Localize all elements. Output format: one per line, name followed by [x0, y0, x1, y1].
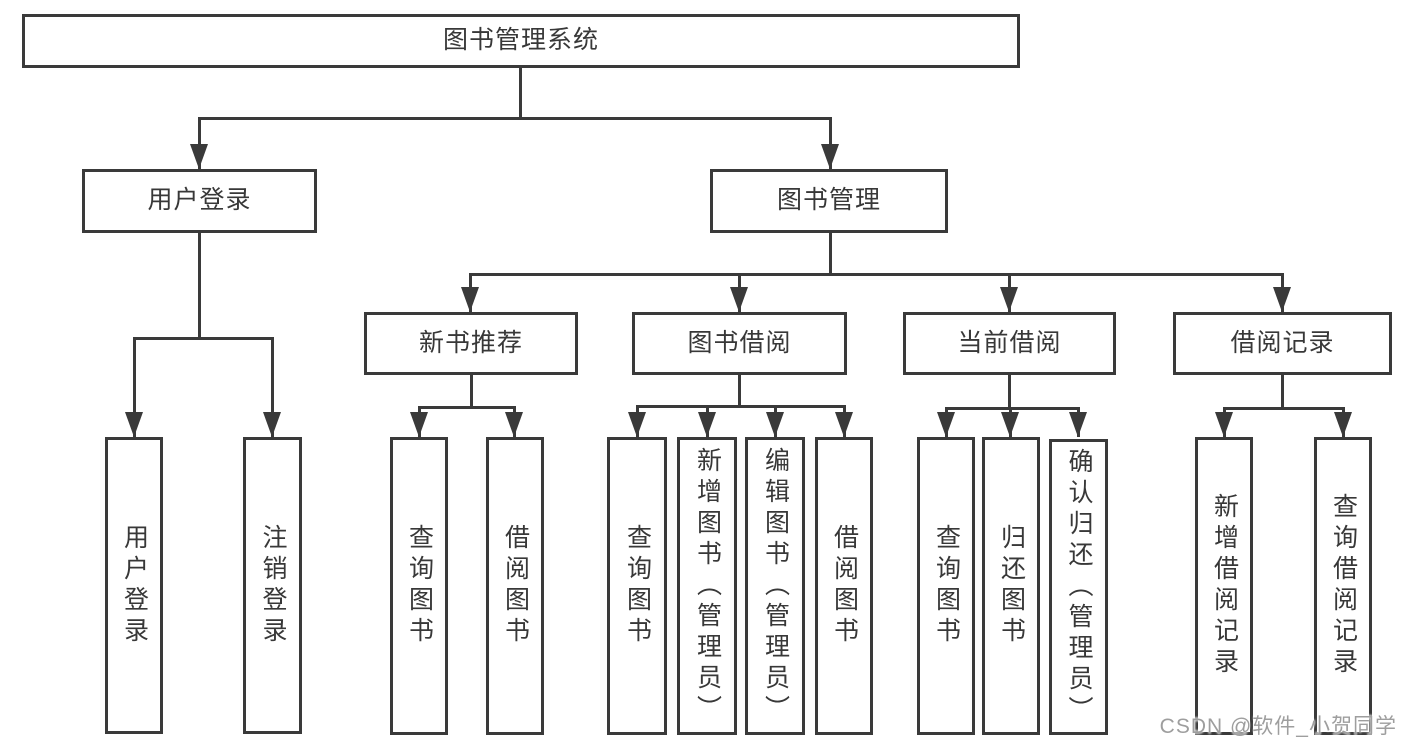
connector-to-leaf-line [271, 337, 274, 437]
connector-level2-branch-line [469, 273, 1283, 276]
leaf-query-books: 查询图书 [390, 437, 448, 735]
down-arrowhead-icon [1001, 412, 1019, 437]
down-arrowhead-icon [698, 412, 716, 437]
leaf-return-books: 归还图书 [982, 437, 1040, 735]
down-arrowhead-icon [1273, 287, 1291, 312]
leaf-query-borrow-record: 查询借阅记录 [1314, 437, 1372, 735]
csdn-watermark: CSDN @软件_小贺同学 [1159, 715, 1397, 738]
down-arrowhead-icon [730, 287, 748, 312]
connector-book-management-stem-line [829, 233, 832, 273]
down-arrowhead-icon [263, 412, 281, 437]
leaf-add-books-admin: 新增图书（管理员） [677, 437, 737, 735]
down-arrowhead-icon [1215, 412, 1233, 437]
down-arrowhead-icon [766, 412, 784, 437]
down-arrowhead-icon [1000, 287, 1018, 312]
leaf-borrow-books: 借阅图书 [815, 437, 873, 735]
leaf-user-login: 用户登录 [105, 437, 163, 734]
node-book-borrow: 图书借阅 [632, 312, 847, 375]
node-user-login: 用户登录 [82, 169, 317, 233]
down-arrowhead-icon [461, 287, 479, 312]
connector-borrow-branch-line [636, 405, 844, 408]
connector-user-login-branch-line [133, 337, 274, 340]
down-arrowhead-icon [835, 412, 853, 437]
node-current-borrow: 当前借阅 [903, 312, 1116, 375]
leaf-borrow-books: 借阅图书 [486, 437, 544, 735]
leaf-add-borrow-record: 新增借阅记录 [1195, 437, 1253, 735]
leaf-query-books: 查询图书 [607, 437, 667, 735]
connector-recommend-branch-line [418, 406, 515, 409]
down-arrowhead-icon [125, 412, 143, 437]
connector-records-stem-line [1281, 375, 1284, 407]
connector-user-login-stem-line [198, 233, 201, 337]
connector-borrow-stem-line [738, 375, 741, 405]
leaf-edit-books-admin: 编辑图书（管理员） [745, 437, 805, 735]
down-arrowhead-icon [1334, 412, 1352, 437]
connector-recommend-stem-line [470, 375, 473, 406]
connector-to-user-login-line [198, 117, 201, 169]
node-borrow-records: 借阅记录 [1173, 312, 1392, 375]
connector-to-leaf-line [133, 337, 136, 437]
connector-current-stem-line [1008, 375, 1011, 407]
down-arrowhead-icon [410, 412, 428, 437]
leaf-logout: 注销登录 [243, 437, 302, 734]
down-arrowhead-icon [821, 144, 839, 169]
leaf-confirm-return-admin: 确认归还（管理员） [1049, 439, 1108, 735]
down-arrowhead-icon [1069, 412, 1087, 437]
connector-records-branch-line [1223, 407, 1344, 410]
node-book-management: 图书管理 [710, 169, 948, 233]
down-arrowhead-icon [190, 144, 208, 169]
down-arrowhead-icon [505, 412, 523, 437]
node-root: 图书管理系统 [22, 14, 1020, 68]
connector-root-stem-line [519, 68, 522, 117]
connector-to-book-management-line [829, 117, 832, 169]
node-new-book-recommend: 新书推荐 [364, 312, 578, 375]
down-arrowhead-icon [937, 412, 955, 437]
leaf-query-books: 查询图书 [917, 437, 975, 735]
down-arrowhead-icon [628, 412, 646, 437]
connector-level1-branch-line [198, 117, 832, 120]
